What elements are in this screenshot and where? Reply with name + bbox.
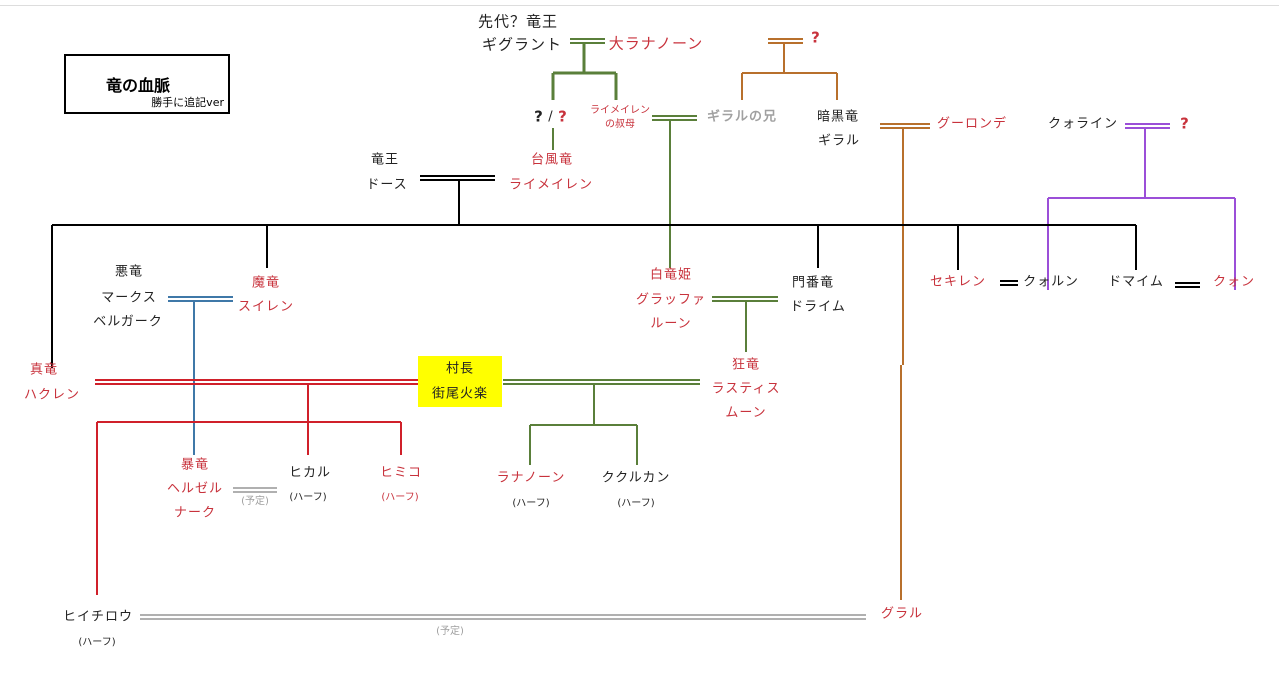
raimeiren-name: ライメイレン [508, 177, 594, 193]
kukulkan-half: (ハーフ) [617, 498, 655, 509]
oranano-name: 大ラナノーン [608, 34, 704, 53]
planned-lines [140, 487, 866, 620]
blue-lines [168, 296, 233, 455]
suiren-title: 魔竜 [251, 275, 281, 291]
ranano-name: ラナノーン [496, 470, 566, 486]
hikaru-name: ヒカル [288, 465, 332, 481]
helzel-name-2: ナーク [173, 505, 217, 521]
chief-highlight [418, 356, 502, 407]
hakuren-title: 真竜 [29, 362, 59, 378]
dose-name: ドース [366, 177, 408, 193]
hiichirou-name: ヒイチロウ [62, 609, 134, 625]
himiko-name: ヒミコ [379, 465, 423, 481]
graffa-name-1: グラッファ [635, 292, 707, 308]
quorun-name: クォルン [1023, 274, 1079, 290]
aunt-name-1: ライメイレン [590, 105, 650, 116]
gigrant-title: 先代？竜王 [477, 12, 559, 31]
rasutis-title: 狂竜 [731, 357, 761, 373]
rasutis-name-1: ラスティス [711, 381, 781, 397]
hiichirou-half: (ハーフ) [78, 637, 116, 648]
unknown-separator: / [548, 109, 554, 125]
rasutis-name-2: ムーン [725, 405, 767, 421]
kukulkan-name: ククルカン [601, 470, 671, 486]
unknown-parent-2: ? [558, 107, 568, 126]
dose-title: 竜王 [370, 152, 400, 168]
unknown-mate-purple: ? [1180, 114, 1190, 133]
sekiren-name: セキレン [929, 274, 987, 290]
diagram-subtitle: 勝手に追記ver [151, 96, 224, 109]
black-lines [51, 175, 1200, 368]
guraru-name: グラル [880, 606, 924, 622]
himiko-half: (ハーフ) [381, 492, 419, 503]
suiren-name: スイレン [237, 299, 295, 315]
quoline-name: クォライン [1047, 116, 1119, 132]
planned-label-2: (予定) [436, 626, 464, 637]
draim-name: ドライム [790, 299, 846, 315]
green-lines [503, 38, 778, 465]
chief-title: 村長 [445, 361, 475, 377]
planned-label-1: (予定) [241, 496, 269, 507]
aunt-name-2: の叔母 [605, 119, 635, 130]
orange-lines [741, 38, 930, 600]
helzel-name-1: ヘルゼル [166, 481, 224, 497]
giral-name: ギラル [817, 133, 861, 149]
hikaru-half: (ハーフ) [289, 492, 327, 503]
red-lines [95, 379, 418, 595]
gigrant-name: ギグラント [481, 35, 563, 54]
marks-name-1: マークス [101, 290, 157, 306]
giral-title: 暗黒竜 [816, 109, 860, 125]
unknown-parent-1: ? [534, 107, 544, 126]
purple-lines [1047, 123, 1236, 290]
title-box: 竜の血脈 勝手に追記ver [64, 54, 230, 114]
diagram-title: 竜の血脈 [106, 76, 171, 95]
unknown-mate-orange: ? [811, 28, 821, 47]
marks-title: 悪竜 [114, 264, 144, 280]
quon-name: クォン [1212, 274, 1256, 290]
draim-title: 門番竜 [791, 275, 835, 291]
graffa-title: 白竜姫 [649, 267, 693, 283]
ranano-half: (ハーフ) [512, 498, 550, 509]
domaim-name: ドマイム [1108, 274, 1164, 290]
gurounde-name: グーロンデ [936, 116, 1008, 132]
graffa-name-2: ルーン [650, 316, 692, 332]
marks-name-2: ベルガーク [93, 314, 163, 330]
hakuren-name: ハクレン [23, 387, 81, 403]
raimeiren-title: 台風竜 [530, 152, 574, 168]
helzel-title: 暴竜 [180, 457, 210, 473]
chief-name: 街尾火楽 [431, 386, 489, 402]
top-border [0, 5, 1279, 6]
giral-brother-name: ギラルの兄 [706, 109, 778, 125]
